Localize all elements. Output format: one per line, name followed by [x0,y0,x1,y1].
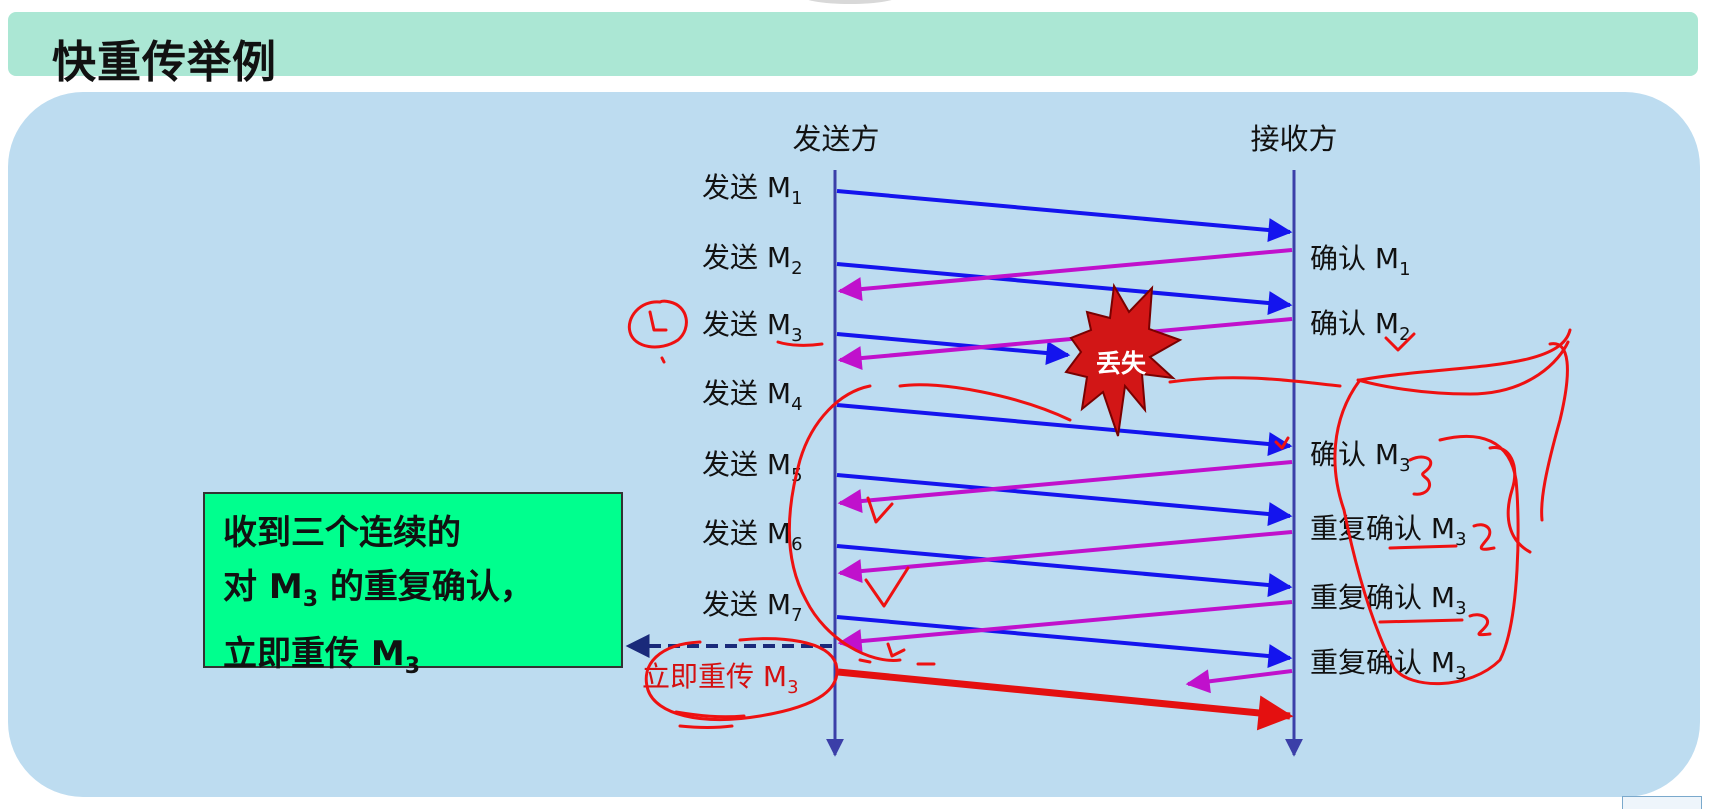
sender-labels: 发送 M1 发送 M2 发送 M3 发送 M4 发送 M5 发送 M6 发送 M… [642,171,803,698]
long-stroke-top [1168,376,1342,388]
loop-top-stroke [898,383,1072,422]
right-squiggle [1488,446,1532,554]
retransmit-underline [674,710,746,729]
big-loop-left [787,384,902,662]
retransmit-arrow [837,668,1294,731]
dup-ack-arrow-3 [1185,669,1293,694]
title-bar: 快重传举例 [8,12,1698,88]
send-label-m3: 发送 M3 [702,308,803,346]
scribble-2 [1472,523,1496,551]
retransmit-circle [644,637,839,722]
ack-m3-squiggle [1274,436,1290,450]
note-line-3: 立即重传 M3 [223,633,420,679]
send-arrow-m3-lost [836,332,1071,365]
clock-tail [660,356,666,364]
send-arrow-m4 [836,403,1293,457]
send-label-m2: 发送 M2 [702,241,803,279]
check-mark-2 [864,566,910,608]
ack-arrow-m1 [837,248,1293,301]
page-title: 快重传举例 [52,37,277,88]
underline-m3 [776,340,824,347]
send-arrow-m6 [836,544,1293,598]
send-label-m6: 发送 M6 [702,517,803,555]
send-label-m7: 发送 M7 [702,588,803,626]
dup-ack-label-2: 重复确认 M3 [1310,581,1467,619]
lost-label: 丢失 [1096,349,1147,378]
scribble-2b [1468,613,1492,637]
dup-ack-label-1: 重复确认 M3 [1310,512,1467,550]
ack-label-m1: 确认 M1 [1310,242,1411,280]
ack-arrow-m2 [837,317,1293,370]
ack-m2-check [1384,332,1416,352]
send-arrow-m5 [836,473,1293,527]
big-loop-right [1333,328,1572,685]
content-panel [8,92,1700,797]
dup-ack-label-3: 重复确认 M3 [1310,646,1467,684]
tick-dashes [858,658,936,666]
top-right-line [1356,340,1570,396]
dup-ack-arrow-1 [837,530,1293,583]
note-line-2: 对 M3 的重复确认， [223,567,534,612]
note-box: 收到三个连续的 对 M3 的重复确认， 立即重传 M3 [203,492,623,679]
corner-widget[interactable] [1622,796,1702,809]
scribble-3-top [1408,455,1433,496]
check-mark-3 [886,642,906,658]
lost-burst-icon [1064,282,1183,437]
clock-annotation [627,299,688,349]
dup-ack-arrow-2 [837,600,1293,653]
send-arrow-m7 [836,615,1293,669]
sender-header: 发送方 [792,122,879,156]
ack-label-m2: 确认 M2 [1310,307,1411,345]
receiver-labels: 确认 M1 确认 M2 确认 M3 重复确认 M3 重复确认 M3 重复确认 M… [1310,242,1467,684]
send-label-m5: 发送 M5 [702,448,803,486]
note-line-1: 收到三个连续的 [223,513,461,553]
top-tab [800,0,900,4]
send-label-m4: 发送 M4 [702,377,803,415]
retransmit-label: 立即重传 M3 [642,660,799,698]
ack-arrow-m3 [837,460,1293,513]
send-label-m1: 发送 M1 [702,171,803,209]
ack-label-m3: 确认 M3 [1310,438,1411,476]
receiver-header: 接收方 [1250,122,1337,156]
underline-dup [1378,544,1464,624]
send-arrow-m2 [836,262,1293,316]
send-arrow-m1 [836,189,1293,243]
handwritten-annotations [627,299,1572,729]
check-mark-1 [866,496,894,524]
